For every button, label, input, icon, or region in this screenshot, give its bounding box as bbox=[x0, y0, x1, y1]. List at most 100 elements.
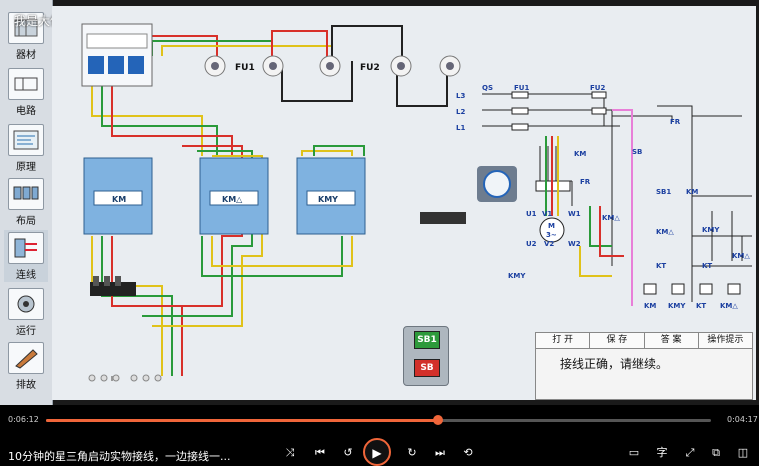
contactor-kmy bbox=[296, 157, 366, 235]
run-icon bbox=[8, 288, 44, 320]
button-station: SB1 SB bbox=[403, 326, 449, 386]
wire-green-delta bbox=[201, 236, 343, 277]
equipment-icon bbox=[8, 12, 44, 44]
schem-coil-kmd: KM△ bbox=[720, 302, 738, 310]
sidebar-label-circuit: 电路 bbox=[16, 106, 36, 117]
sidebar-item-troubleshoot[interactable]: 排故 bbox=[4, 340, 48, 392]
wiring-icon bbox=[8, 232, 44, 264]
video-controls: 0:06:12 0:04:17 10分钟的星三角启动实物接线，一边接线一... … bbox=[0, 405, 759, 466]
sidebar-item-equipment[interactable]: 器材 bbox=[4, 10, 48, 62]
schem-u1: U1 bbox=[526, 210, 537, 218]
seek-bar-fill bbox=[46, 419, 439, 422]
wiring-canvas[interactable]: FU1 FU2 KM KM△ KMY bbox=[52, 6, 756, 400]
panel-toolbar: 打 开 保 存 答 案 操作提示 bbox=[536, 333, 752, 349]
schem-coil-kt: KT bbox=[696, 302, 706, 310]
schem-km-d1: KM△ bbox=[656, 228, 674, 236]
layout-icon bbox=[8, 178, 44, 210]
sb1-button[interactable]: SB1 bbox=[414, 331, 440, 349]
schem-w2: W2 bbox=[568, 240, 581, 248]
subtitle-icon[interactable]: 字 bbox=[656, 446, 668, 459]
fullscreen-icon[interactable]: ⤢ bbox=[685, 446, 695, 459]
schem-sb1: SB1 bbox=[656, 188, 671, 196]
sidebar-label-layout: 布局 bbox=[16, 216, 36, 227]
seek-thumb[interactable] bbox=[433, 415, 444, 425]
wire-black-2 bbox=[281, 61, 353, 102]
contactor-kma bbox=[199, 157, 269, 235]
wire-yellow-delta bbox=[211, 236, 353, 267]
sidebar-item-wiring[interactable]: 连线 bbox=[4, 230, 48, 282]
sidebar-item-run[interactable]: 运行 bbox=[4, 286, 48, 338]
schem-motor-sub: 3~ bbox=[546, 231, 557, 239]
sb-button[interactable]: SB bbox=[414, 359, 440, 377]
schem-kt2: KT bbox=[702, 262, 712, 270]
schem-fu2: FU2 bbox=[590, 84, 605, 92]
dial-icon bbox=[483, 170, 511, 198]
sidebar-label-troubleshoot: 排故 bbox=[16, 380, 36, 391]
wiring-diagram: FU1 FU2 KM KM△ KMY bbox=[81, 23, 752, 382]
schem-l3: L3 bbox=[456, 92, 465, 100]
thermal-relay bbox=[90, 276, 136, 296]
schem-coil-km: KM bbox=[644, 302, 656, 310]
save-button[interactable]: 保 存 bbox=[590, 333, 645, 348]
wire-red-fu bbox=[271, 30, 328, 66]
schem-kmy1: KMY bbox=[702, 226, 720, 234]
schem-motor: M bbox=[548, 222, 555, 230]
kma-label: KM△ bbox=[222, 195, 243, 204]
forward-icon[interactable]: ↻ bbox=[407, 446, 417, 459]
next-icon[interactable]: ⏭ bbox=[435, 446, 445, 459]
video-title: 10分钟的星三角启动实物接线，一边接线一... bbox=[8, 450, 231, 463]
schem-fu1: FU1 bbox=[514, 84, 529, 92]
wire-yellow-y bbox=[301, 150, 353, 156]
schematic bbox=[482, 91, 752, 302]
pip-icon[interactable]: ⧉ bbox=[712, 446, 720, 459]
schem-km-delta-motor: KM△ bbox=[602, 214, 620, 222]
sidebar-label-equipment: 器材 bbox=[16, 50, 36, 61]
sidebar-item-circuit[interactable]: 电路 bbox=[4, 66, 48, 118]
seek-bar[interactable] bbox=[46, 415, 711, 425]
screenshot-icon[interactable]: ◫ bbox=[737, 446, 749, 459]
answer-button[interactable]: 答 案 bbox=[644, 333, 699, 348]
schem-l1: L1 bbox=[456, 124, 465, 132]
terminal-block bbox=[420, 212, 466, 224]
schem-v1: V1 bbox=[542, 210, 552, 218]
total-time: 0:04:17 bbox=[727, 415, 758, 424]
sidebar-label-wiring: 连线 bbox=[16, 270, 36, 281]
time-relay[interactable] bbox=[477, 166, 517, 202]
kmy-label: KMY bbox=[318, 195, 338, 204]
playlist-icon[interactable]: ▭ bbox=[628, 446, 640, 459]
circuit-breaker bbox=[81, 23, 153, 87]
sidebar-label-run: 运行 bbox=[16, 326, 36, 337]
status-message: 接线正确，请继续。 bbox=[560, 357, 669, 371]
wire-black-1 bbox=[331, 25, 403, 61]
wire-green-y bbox=[313, 145, 365, 156]
schem-w1: W1 bbox=[568, 210, 581, 218]
schem-km-aux: KM bbox=[686, 188, 698, 196]
sidebar-label-principle: 原理 bbox=[16, 162, 36, 173]
previous-icon[interactable]: ⏮ bbox=[315, 446, 325, 459]
open-button[interactable]: 打 开 bbox=[536, 333, 591, 348]
schem-u2: U2 bbox=[526, 240, 537, 248]
circuit-icon bbox=[8, 68, 44, 100]
video-frame: 器材 电路 原理 布局 连线 运行 排故 我是大傻瓜 电工 bbox=[0, 0, 759, 405]
current-time: 0:06:12 bbox=[8, 415, 39, 424]
loop-icon[interactable]: ⟲ bbox=[463, 446, 473, 459]
km-label: KM bbox=[112, 195, 126, 204]
hint-button[interactable]: 操作提示 bbox=[698, 333, 752, 348]
schem-kt1: KT bbox=[656, 262, 666, 270]
schem-fr: FR bbox=[580, 178, 591, 186]
schem-l2: L2 bbox=[456, 108, 465, 116]
wire-green-mid bbox=[142, 150, 253, 317]
principle-icon bbox=[8, 124, 44, 156]
operation-panel: 打 开 保 存 答 案 操作提示 接线正确，请继续。 bbox=[535, 332, 753, 400]
sidebar-item-layout[interactable]: 布局 bbox=[4, 176, 48, 228]
wire-green-low bbox=[101, 236, 173, 376]
shuffle-icon[interactable]: ⤨ bbox=[285, 446, 295, 459]
contactor-km bbox=[83, 157, 153, 235]
wire-red-mid bbox=[132, 145, 243, 307]
play-button[interactable]: ▶ bbox=[363, 438, 391, 466]
terminal-dots bbox=[88, 374, 162, 382]
sidebar-item-principle[interactable]: 原理 bbox=[4, 122, 48, 174]
fu1-label: FU1 bbox=[235, 63, 255, 73]
rewind-icon[interactable]: ↺ bbox=[343, 446, 353, 459]
schem-fr-ctrl: FR bbox=[670, 118, 681, 126]
